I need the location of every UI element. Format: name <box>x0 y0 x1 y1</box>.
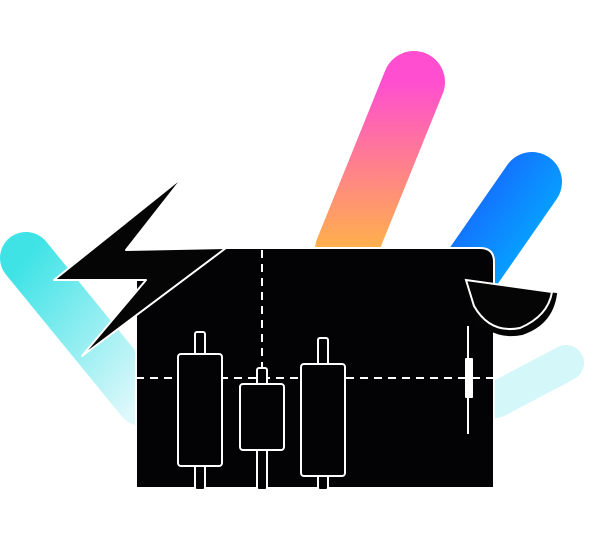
lightning-bolt-icon <box>53 175 227 357</box>
candle-4 <box>465 326 473 434</box>
candle-2 <box>239 367 285 491</box>
light-cyan-brush-stroke <box>478 345 584 418</box>
magenta-orange-brush-stroke <box>315 51 445 281</box>
candle-3 <box>300 337 346 491</box>
cyan-brush-stroke <box>0 232 168 426</box>
bowl-icon <box>462 278 558 336</box>
candle-1 <box>177 331 223 491</box>
candlestick-chart-icon <box>177 326 473 491</box>
